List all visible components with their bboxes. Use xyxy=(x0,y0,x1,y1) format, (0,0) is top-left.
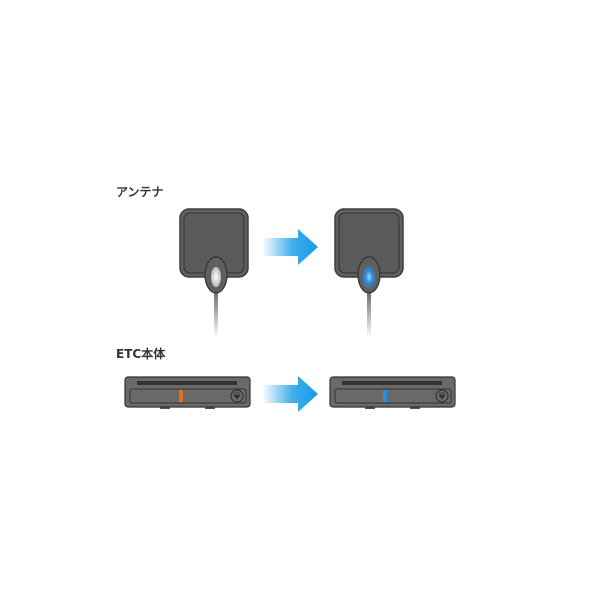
card-slot xyxy=(342,381,442,385)
led-blue-icon xyxy=(383,390,387,402)
antenna-cable xyxy=(214,290,218,338)
antenna-after xyxy=(334,208,404,338)
card-slot xyxy=(137,381,237,385)
etc-unit-before xyxy=(124,376,251,409)
antenna-cable xyxy=(367,290,371,338)
led-orange-icon xyxy=(179,390,183,402)
led-off-icon xyxy=(211,267,221,287)
arrow-right-icon xyxy=(262,229,318,265)
led-blue-icon xyxy=(362,265,376,289)
etc-unit-after xyxy=(329,376,456,409)
etc-unit-label: ETC本体 xyxy=(116,347,166,361)
antenna-label: アンテナ xyxy=(116,185,164,199)
arrow-right-icon xyxy=(262,376,318,412)
antenna-before xyxy=(179,208,249,338)
